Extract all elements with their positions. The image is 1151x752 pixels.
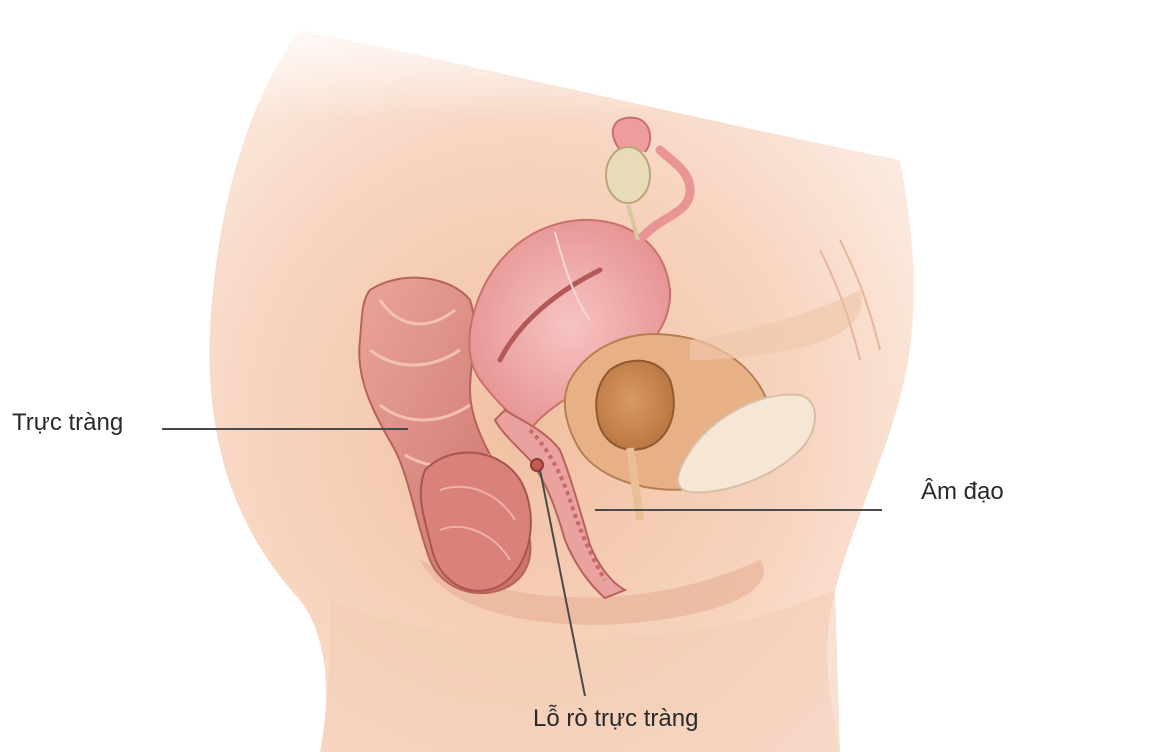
fistula-opening [531, 459, 543, 471]
label-rectum: Trực tràng [12, 411, 123, 435]
label-vagina: Âm đạo [921, 480, 1004, 504]
label-fistula: Lỗ rò trực tràng [533, 707, 698, 731]
ovary [606, 147, 650, 203]
